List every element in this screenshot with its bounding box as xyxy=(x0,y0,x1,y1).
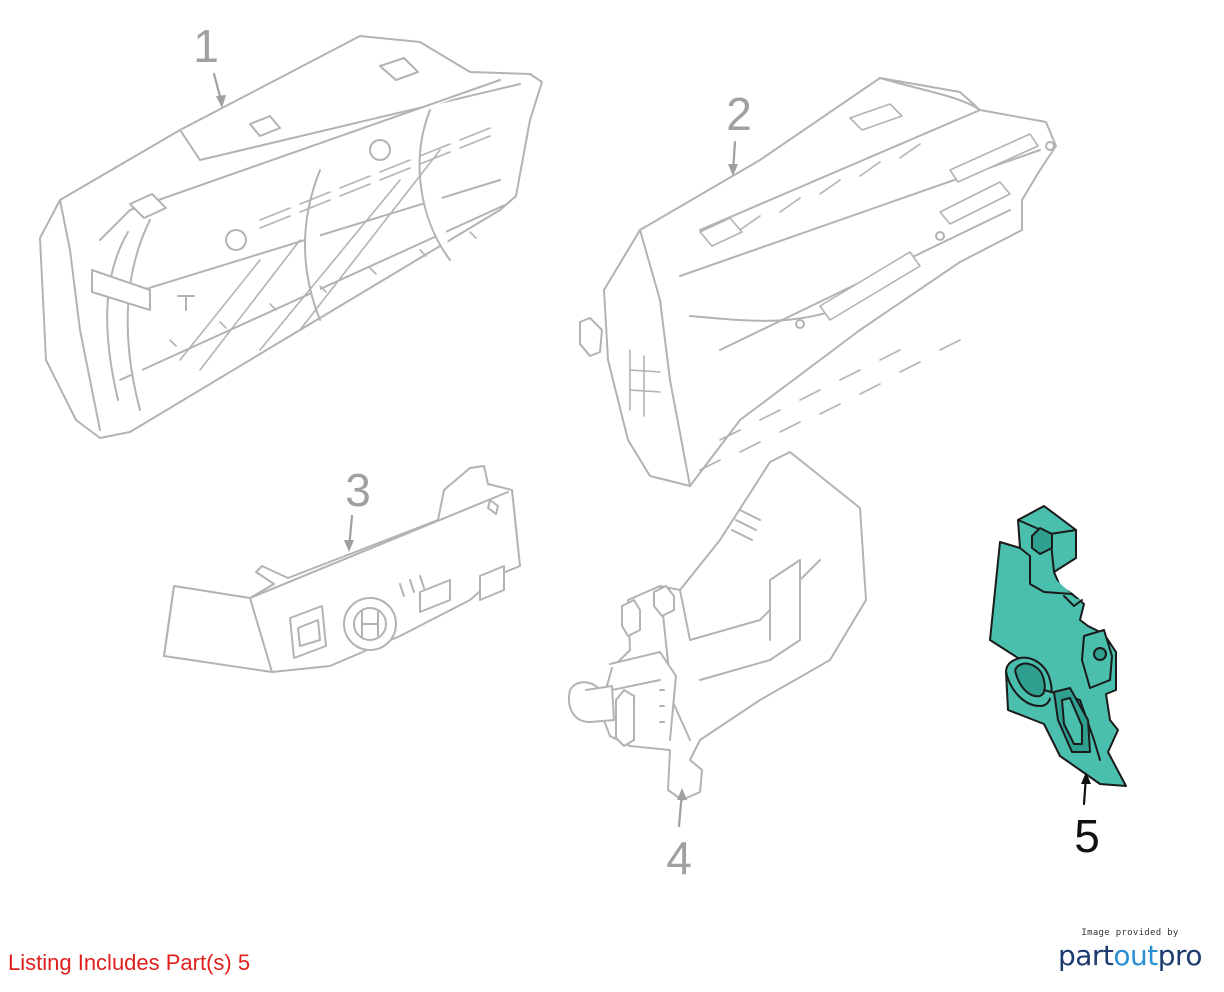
part-2-cluster-housing-rear xyxy=(579,77,1057,487)
partoutpro-logo: partoutpro xyxy=(1050,940,1210,972)
brand-out: out xyxy=(1113,939,1158,972)
callout-labels: 1 2 3 4 5 xyxy=(193,20,1100,884)
callout-5: 5 xyxy=(1074,810,1100,862)
callout-4: 4 xyxy=(666,832,692,884)
image-provided-by-text: Image provided by xyxy=(1081,928,1179,938)
part-1-cluster-housing xyxy=(39,35,543,439)
callout-2: 2 xyxy=(726,88,752,140)
part-5-bracket-highlighted xyxy=(989,505,1127,787)
image-credit: Image provided by partoutpro xyxy=(1050,928,1210,972)
leader-lines xyxy=(212,72,1091,828)
brand-part: part xyxy=(1057,939,1114,972)
listing-includes-text: Listing Includes Part(s) 5 xyxy=(8,950,251,975)
part-3-switch-panel xyxy=(163,465,521,673)
brand-pro: pro xyxy=(1157,939,1203,972)
callout-1: 1 xyxy=(193,20,219,72)
part-4-switch-module xyxy=(568,451,867,801)
callout-3: 3 xyxy=(345,464,371,516)
